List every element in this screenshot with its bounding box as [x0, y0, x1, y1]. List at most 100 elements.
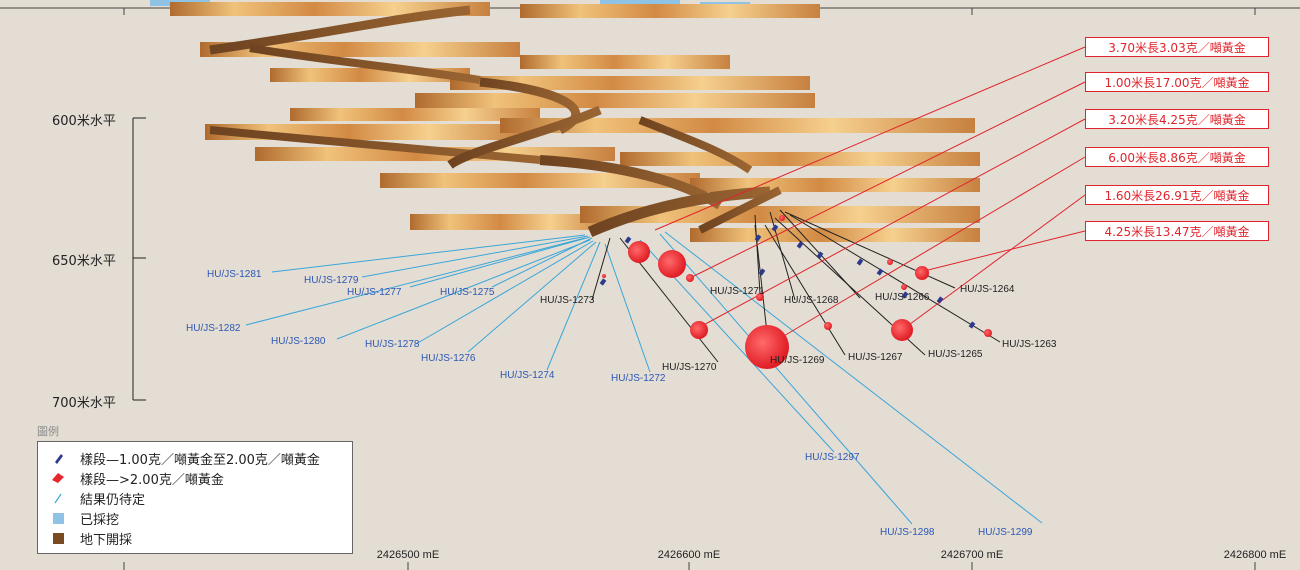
callout-leader-line — [654, 46, 1086, 231]
pending-hole-label: HU/JS-1277 — [347, 287, 402, 298]
callout-leader-line — [901, 194, 1086, 331]
pending-hole-label: HU/JS-1276 — [421, 353, 476, 364]
result-hole-label: HU/JS-1268 — [784, 295, 839, 306]
pending-hole-line — [659, 233, 913, 525]
callout-leader-line — [919, 230, 1086, 273]
legend-label-high-grade: 樣段—>2.00克／噸黃金 — [80, 472, 224, 488]
pending-hole-line — [361, 235, 589, 278]
red-sample-icon — [50, 471, 66, 485]
level-label-700: 700米水平 — [52, 396, 116, 411]
low-grade-marker — [796, 241, 804, 249]
result-hole-label: HU/JS-1267 — [848, 352, 903, 363]
pending-hole-label: HU/JS-1278 — [365, 339, 420, 350]
blue-sample-icon — [50, 451, 66, 465]
high-grade-marker — [901, 284, 907, 290]
easting-label: 2426800 mE — [1224, 549, 1286, 561]
low-grade-marker — [816, 251, 824, 259]
pending-hole-label: HU/JS-1274 — [500, 370, 555, 381]
legend-label-low-grade: 樣段—1.00克／噸黃金至2.00克／噸黃金 — [80, 452, 320, 468]
pending-hole-label: HU/JS-1282 — [186, 323, 241, 334]
result-hole-label: HU/JS-1263 — [1002, 339, 1057, 350]
result-hole-line — [789, 214, 1001, 343]
low-grade-marker — [936, 296, 944, 304]
high-grade-marker — [915, 266, 929, 280]
callout-leaders — [654, 46, 1086, 347]
legend-item-pending: 結果仍待定 — [50, 488, 145, 508]
pending-hole-line — [336, 239, 591, 340]
high-grade-marker — [887, 259, 893, 265]
callout-leader-line — [689, 81, 1086, 279]
result-hole-label: HU/JS-1264 — [960, 284, 1015, 295]
low-grade-marker — [599, 278, 607, 286]
legend: 樣段—1.00克／噸黃金至2.00克／噸黃金 樣段—>2.00克／噸黃金 結果仍… — [37, 441, 353, 554]
callout-leader-line — [697, 118, 1086, 329]
underground-workings — [170, 2, 980, 242]
low-grade-marker — [856, 258, 864, 266]
pending-hole-label: HU/JS-1279 — [304, 275, 359, 286]
grade-callout-2: 1.00米長17.00克／噸黃金 — [1085, 72, 1269, 92]
grade-markers — [599, 215, 992, 369]
underground-square-icon — [50, 531, 66, 545]
low-grade-marker — [754, 234, 762, 242]
pending-hole-line — [415, 240, 594, 345]
result-hole-line — [764, 224, 846, 356]
legend-label-pending: 結果仍待定 — [80, 492, 146, 508]
low-grade-marker — [758, 268, 766, 276]
result-hole-line — [591, 237, 611, 301]
grade-callout-6: 4.25米長13.47克／噸黃金 — [1085, 221, 1269, 241]
pending-line-icon — [50, 491, 66, 505]
legend-label-mined: 已採挖 — [80, 512, 120, 528]
result-hole-line — [754, 214, 761, 295]
high-grade-marker — [824, 322, 832, 330]
low-grade-marker — [876, 268, 884, 276]
result-hole-label: HU/JS-1266 — [875, 292, 930, 303]
pending-hole-line — [604, 243, 651, 373]
grade-callout-5: 1.60米長26.91克／噸黃金 — [1085, 185, 1269, 205]
result-hole-label: HU/JS-1271 — [710, 286, 765, 297]
grade-callout-3: 3.20米長4.25克／噸黃金 — [1085, 109, 1269, 129]
high-grade-marker — [628, 241, 650, 263]
high-grade-marker — [779, 215, 785, 221]
easting-label: 2426500 mE — [377, 549, 439, 561]
high-grade-marker — [984, 329, 992, 337]
high-grade-marker — [602, 274, 606, 278]
elevation-scale — [132, 117, 146, 401]
result-hole-label: HU/JS-1270 — [662, 362, 717, 373]
legend-item-underground: 地下開採 — [50, 528, 132, 548]
low-grade-marker — [901, 291, 909, 299]
pending-hole-line — [409, 236, 591, 288]
result-hole-label: HU/JS-1265 — [928, 349, 983, 360]
pending-hole-label: HU/JS-1299 — [978, 527, 1033, 538]
pending-hole-line — [664, 231, 1043, 524]
level-label-600: 600米水平 — [52, 114, 116, 129]
legend-title: 圖例 — [37, 425, 59, 438]
pending-hole-line — [245, 237, 586, 326]
legend-item-mined: 已採挖 — [50, 508, 119, 528]
legend-item-low-grade: 樣段—1.00克／噸黃金至2.00克／噸黃金 — [50, 448, 320, 468]
callout-leader-line — [766, 156, 1086, 347]
pending-hole-label: HU/JS-1272 — [611, 373, 666, 384]
pending-hole-label: HU/JS-1275 — [440, 287, 495, 298]
easting-label: 2426700 mE — [941, 549, 1003, 561]
easting-label: 2426600 mE — [658, 549, 720, 561]
level-label-650: 650米水平 — [52, 254, 116, 269]
low-grade-marker — [771, 224, 779, 232]
pending-hole-label: HU/JS-1297 — [805, 452, 860, 463]
grade-callout-4: 6.00米長8.86克／噸黃金 — [1085, 147, 1269, 167]
high-grade-marker — [658, 250, 686, 278]
high-grade-marker — [756, 293, 764, 301]
low-grade-marker — [624, 236, 632, 244]
legend-label-underground: 地下開採 — [80, 532, 133, 548]
bottom-easting-ticks: 2426500 mE 2426600 mE 2426700 mE 2426800 mE — [123, 549, 1286, 570]
high-grade-marker — [690, 321, 708, 339]
high-grade-marker — [891, 319, 913, 341]
high-grade-marker — [745, 325, 789, 369]
pending-hole-line — [546, 241, 601, 371]
grade-callout-1: 3.70米長3.03克／噸黃金 — [1085, 37, 1269, 57]
high-grade-marker — [686, 274, 694, 282]
pending-hole-label: HU/JS-1280 — [271, 336, 326, 347]
pending-hole-line — [271, 234, 586, 273]
result-hole-label: HU/JS-1269 — [770, 355, 825, 366]
